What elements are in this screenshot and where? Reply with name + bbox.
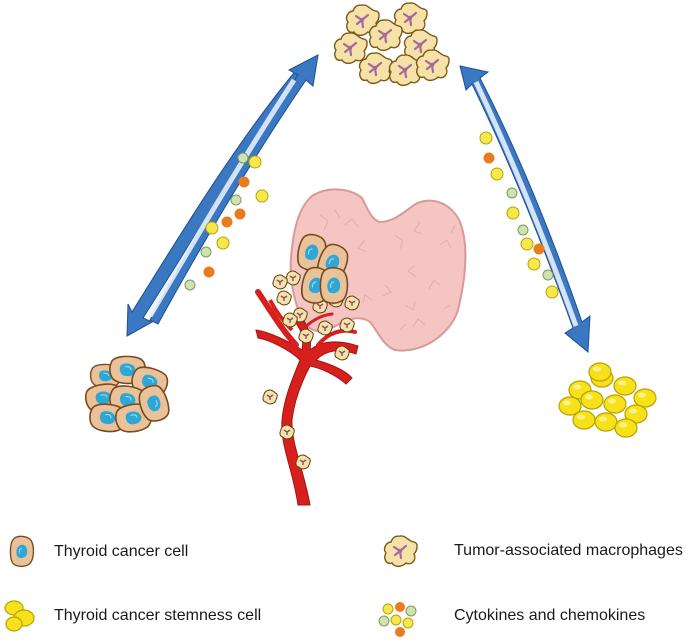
right-double-arrow xyxy=(459,65,591,354)
thyroid-cancer-cell-icon xyxy=(9,535,35,568)
cytokines-left xyxy=(184,152,269,291)
cancer-cell-cluster xyxy=(82,355,174,436)
macrophage-cluster xyxy=(333,1,451,87)
legend-label-cytokines-chemokines: Cytokines and chemokines xyxy=(454,607,646,624)
tumor-associated-macrophage-icon xyxy=(383,534,419,568)
cytokines-right xyxy=(479,131,559,299)
blood-vessel xyxy=(255,289,359,506)
thyroid-cancer-stemness-cell-icon xyxy=(4,600,35,632)
legend-label-tumor-associated-macrophages: Tumor-associated macrophages xyxy=(454,542,683,559)
legend-label-thyroid-cancer-cell: Thyroid cancer cell xyxy=(54,543,189,560)
cytokines-chemokines-icon xyxy=(378,602,417,637)
legend-label-thyroid-cancer-stemness-cell: Thyroid cancer stemness cell xyxy=(54,607,262,624)
left-double-arrow xyxy=(126,54,319,337)
stemness-cell-cluster xyxy=(558,362,657,438)
